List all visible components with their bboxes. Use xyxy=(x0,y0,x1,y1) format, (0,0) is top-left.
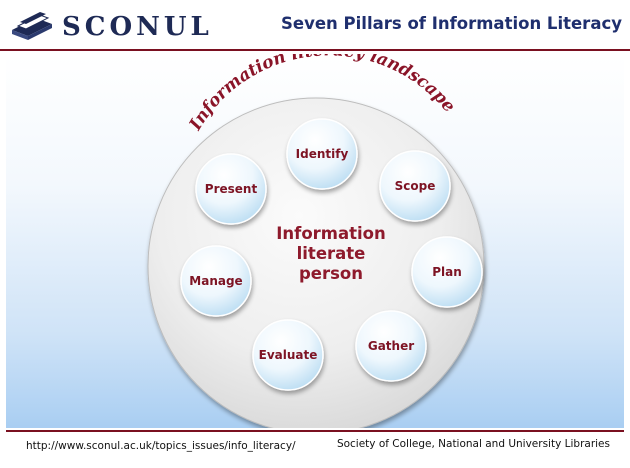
pillar-label-gather: Gather xyxy=(368,339,414,353)
pillar-label-evaluate: Evaluate xyxy=(259,348,318,362)
header: SCONUL Seven Pillars of Information Lite… xyxy=(0,0,630,52)
book-stack-icon xyxy=(12,12,52,40)
pillar-plan: Plan xyxy=(411,236,483,308)
footer-organization: Society of College, National and Univers… xyxy=(336,438,610,450)
footer-url-link[interactable]: http://www.sconul.ac.uk/topics_issues/in… xyxy=(26,440,296,452)
pillar-manage: Manage xyxy=(180,245,252,317)
center-line-3: person xyxy=(299,264,363,283)
pillar-label-plan: Plan xyxy=(432,265,462,279)
sconul-logo: SCONUL xyxy=(10,8,210,48)
pillar-scope: Scope xyxy=(379,150,451,222)
pillar-identify: Identify xyxy=(286,118,358,190)
center-line-1: Information xyxy=(276,224,386,243)
header-divider xyxy=(0,49,630,51)
logo-text: SCONUL xyxy=(62,12,213,42)
pillar-gather: Gather xyxy=(355,310,427,382)
pillar-label-scope: Scope xyxy=(395,179,436,193)
content-area: Information literacy landscape Informati… xyxy=(6,54,624,428)
pillar-label-present: Present xyxy=(205,182,258,196)
footer-divider xyxy=(6,430,624,432)
seven-pillars-diagram: Information literacy landscape Informati… xyxy=(147,54,485,428)
center-line-2: literate xyxy=(297,244,366,263)
pillar-label-identify: Identify xyxy=(296,147,349,161)
page-title: Seven Pillars of Information Literacy xyxy=(281,14,622,33)
pillar-present: Present xyxy=(195,153,267,225)
center-label: Information literate person xyxy=(276,224,386,283)
pillar-label-manage: Manage xyxy=(189,274,242,288)
pillar-evaluate: Evaluate xyxy=(252,319,324,391)
